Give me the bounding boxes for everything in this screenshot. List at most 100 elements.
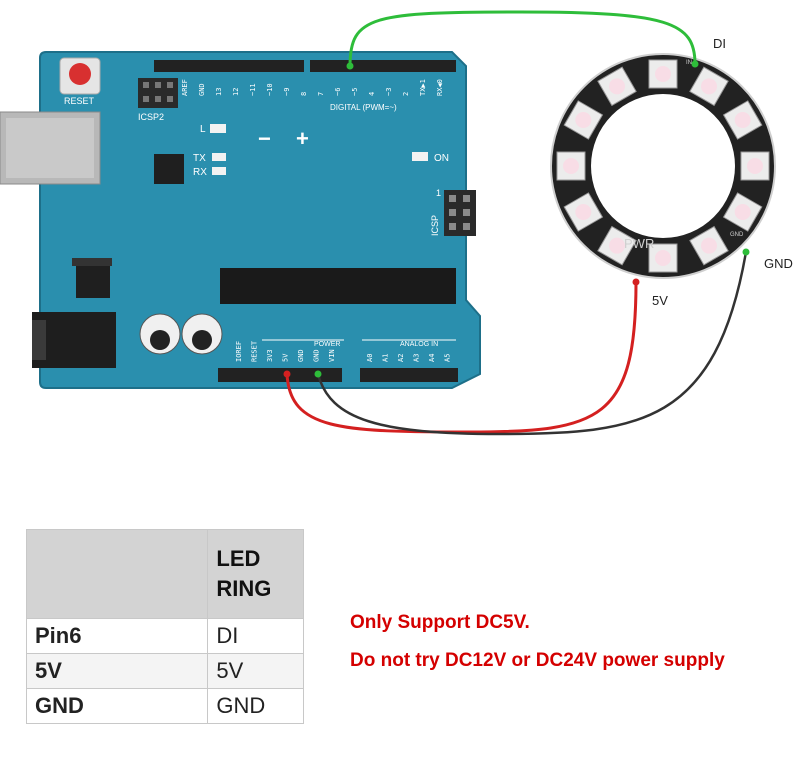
data-wire — [348, 10, 697, 67]
ring-led-lens — [575, 204, 592, 220]
digital-header — [154, 60, 456, 72]
pin-label: 3V3 — [266, 349, 274, 362]
table-header-led-ring: LED RING — [207, 529, 304, 619]
usb-chip — [154, 154, 184, 184]
ring-led-lens — [609, 78, 625, 95]
table-row: Pin6 DI — [25, 618, 304, 654]
power-note-line2: Do not try DC12V or DC24V power supply — [350, 650, 725, 671]
ring-led-lens — [747, 158, 763, 174]
on-label: ON — [434, 153, 449, 164]
ring-di-label: DI — [713, 36, 726, 51]
ring-gnd-label: GND — [764, 256, 793, 271]
rx-label: RX — [193, 167, 207, 178]
power-wire — [285, 281, 638, 434]
ring-5v-label: 5V — [652, 293, 668, 308]
icsp-label: ICSP — [430, 215, 440, 236]
pin-label: RX◀0 — [436, 79, 444, 96]
minus-sign: − — [258, 126, 271, 151]
table-cell-pin: 5V — [25, 653, 209, 689]
ring-led-lens — [655, 66, 671, 82]
table-cell-ring: GND — [207, 688, 304, 724]
power-label: POWER — [314, 341, 340, 348]
pad-gnd: GND — [730, 232, 744, 238]
ring-led-lens — [701, 237, 717, 254]
plus-sign: + — [296, 126, 309, 151]
pin-label: 13 — [215, 88, 223, 96]
table-cell-pin: GND — [25, 688, 209, 724]
ring-led-lens — [575, 112, 592, 128]
icsp2-header — [138, 78, 178, 108]
pin-label: ~5 — [351, 88, 359, 96]
pin-label: A0 — [366, 354, 374, 362]
voltage-regulator — [72, 258, 112, 298]
ground-wire — [316, 251, 748, 436]
microcontroller-chip — [220, 268, 456, 304]
pad-pwr: PWR — [624, 236, 654, 251]
ground-wire-end-board — [314, 370, 322, 378]
icsp2-label: ICSP2 — [138, 112, 164, 122]
pin-label: IOREF — [235, 341, 243, 362]
pin-mapping-table: LED RING Pin6 DI 5V 5V GND GND — [25, 529, 304, 724]
pin-label: ~9 — [283, 88, 291, 96]
power-note-line1: Only Support DC5V. — [350, 612, 530, 633]
rx-led — [212, 167, 226, 175]
ring-led-lens — [609, 237, 625, 254]
analog-label: ANALOG IN — [400, 341, 438, 348]
pin-label: TX▶1 — [419, 79, 427, 96]
l-label: L — [200, 124, 206, 135]
digital-label: DIGITAL (PWM=~) — [330, 103, 397, 112]
reset-label: RESET — [64, 96, 95, 106]
table-cell-ring: 5V — [207, 653, 304, 689]
pin-label: A5 — [444, 354, 452, 362]
pin-label: A3 — [413, 354, 421, 362]
ring-led-lens — [655, 250, 671, 266]
pin-label: 12 — [232, 88, 240, 96]
power-wire-end-board — [283, 370, 291, 378]
table-header-row: LED RING — [25, 529, 304, 619]
ring-led-lens — [734, 204, 751, 220]
pin-label: RESET — [251, 340, 259, 362]
pin-label: A4 — [428, 354, 436, 362]
analog-pin-labels: A0 A1 A2 A3 A4 A5 — [366, 354, 452, 362]
pin-label: 7 — [317, 92, 325, 96]
pin-label: 8 — [300, 92, 308, 96]
l-led — [210, 124, 226, 133]
pin-label: AREF — [181, 79, 189, 96]
data-wire-end-board — [346, 62, 354, 70]
data-wire-end-ring — [691, 60, 699, 68]
pin-label: 5V — [282, 353, 290, 362]
pin-label: ~11 — [249, 83, 257, 96]
table-cell-pin: Pin6 — [25, 618, 209, 654]
table-row: GND GND — [25, 688, 304, 724]
table-corner-cell — [25, 529, 209, 619]
pin-label: ~6 — [334, 88, 342, 96]
ground-wire-end-ring — [742, 248, 750, 256]
ring-led-lens — [701, 78, 717, 95]
led-ring — [550, 53, 776, 279]
ring-led-lens — [734, 112, 751, 128]
pin-label: ~3 — [385, 88, 393, 96]
power-wire-end-ring — [632, 278, 640, 286]
ring-led-lens — [563, 158, 579, 174]
capacitors — [139, 313, 223, 355]
pin-label: VIN — [328, 349, 336, 362]
icsp-one: 1 — [436, 188, 441, 198]
pin-label: 4 — [368, 92, 376, 96]
table-row: 5V 5V — [25, 653, 304, 689]
power-header — [218, 368, 342, 382]
pin-label: A2 — [397, 354, 405, 362]
tx-label: TX — [193, 153, 206, 164]
tx-led — [212, 153, 226, 161]
on-led — [412, 152, 428, 161]
pin-label: GND — [297, 349, 305, 362]
pin-label: GND — [313, 349, 321, 362]
pin-label: A1 — [382, 354, 390, 362]
pin-label: GND — [198, 83, 206, 96]
analog-header — [360, 368, 458, 382]
table-cell-ring: DI — [207, 618, 304, 654]
power-pin-labels: IOREF RESET 3V3 5V GND GND VIN — [235, 340, 336, 362]
pad-in: IN — [686, 60, 692, 66]
pin-label: 2 — [402, 92, 410, 96]
